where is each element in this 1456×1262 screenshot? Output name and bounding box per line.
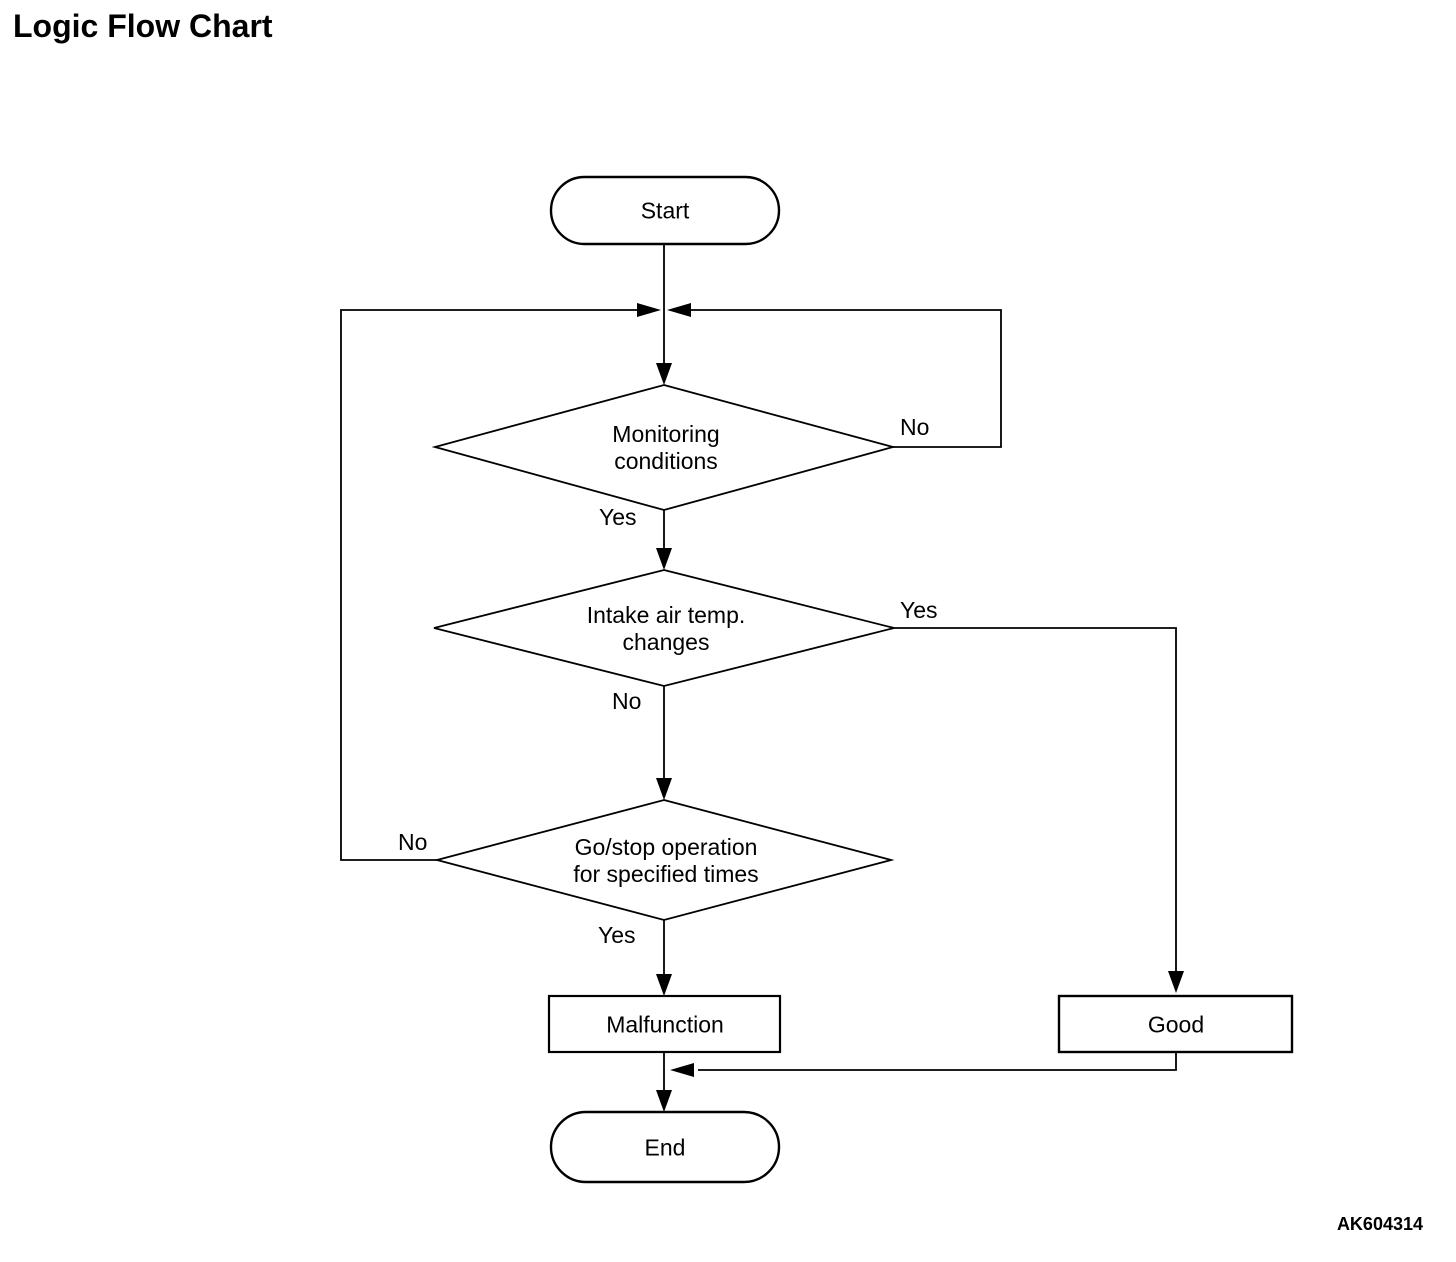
end-terminator-shape xyxy=(549,1110,781,1184)
arrowhead-into-end-icon xyxy=(656,1090,672,1112)
good-process-shape xyxy=(1057,994,1294,1054)
arrowhead-into-gostop-icon xyxy=(656,778,672,800)
end-node-label: End xyxy=(644,1134,686,1161)
arrowhead-into-monitoring-icon xyxy=(656,363,672,385)
malfunction-node-label: Malfunction xyxy=(606,1011,724,1038)
arrowhead-into-good-icon xyxy=(1168,971,1184,993)
arrowhead-into-intake-icon xyxy=(656,548,672,570)
figure-code: AK604314 xyxy=(1336,1214,1423,1234)
monitoring-no-label: No xyxy=(900,414,930,440)
gostop-decision-shape xyxy=(433,799,895,921)
junction-arrowhead-right-icon xyxy=(667,303,691,317)
monitoring-yes-label: Yes xyxy=(599,504,637,530)
good-node-label: Good xyxy=(1147,1011,1205,1038)
gostop-node-label: Go/stop operation for specified times xyxy=(573,834,759,887)
intake-decision-shape xyxy=(433,569,895,687)
junction-arrowhead-left-icon xyxy=(637,303,661,317)
intake-node-label: Intake air temp. changes xyxy=(586,602,746,655)
start-terminator-shape xyxy=(549,175,781,246)
edge-intake-yes xyxy=(894,627,1177,989)
monitoring-decision-shape xyxy=(431,384,897,511)
edge-monitoring-no-loop xyxy=(688,309,1002,448)
edge-gostop-no-loop xyxy=(340,309,640,861)
intake-yes-label: Yes xyxy=(900,597,938,623)
arrowhead-merge-left-icon xyxy=(670,1063,694,1077)
malfunction-process-shape xyxy=(547,994,782,1054)
start-node-label: Start xyxy=(640,197,690,224)
arrowhead-into-malfunction-icon xyxy=(656,974,672,996)
page-title: Logic Flow Chart xyxy=(13,8,273,44)
gostop-yes-label: Yes xyxy=(598,922,636,948)
intake-no-label: No xyxy=(612,688,642,714)
monitoring-node-label: Monitoring conditions xyxy=(612,421,720,474)
gostop-no-label: No xyxy=(398,829,428,855)
edge-good-merge xyxy=(698,1052,1177,1071)
